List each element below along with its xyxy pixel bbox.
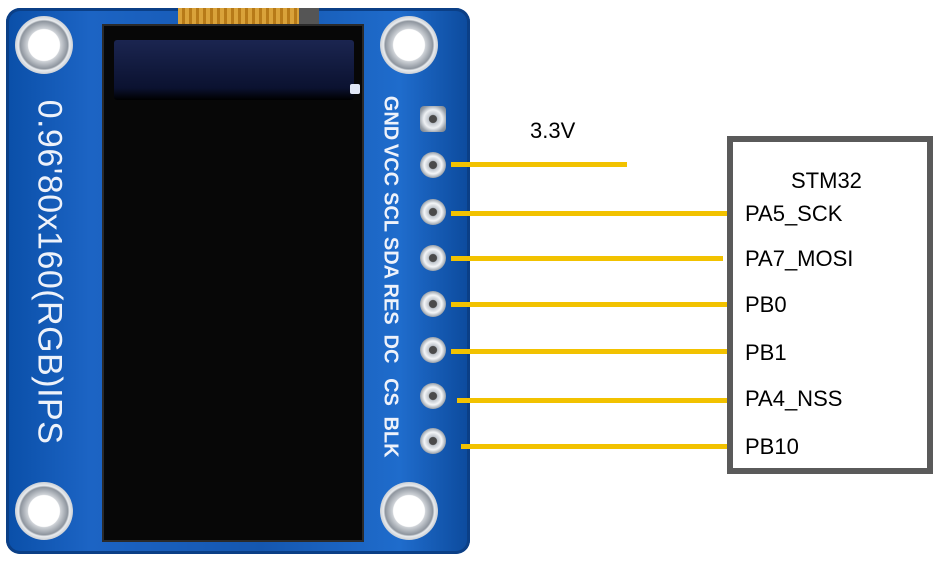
port-label-pb10: PB10 <box>745 434 799 459</box>
wire-blk <box>461 444 727 449</box>
pin-pad-blk <box>420 428 446 454</box>
wire-vcc <box>451 162 627 167</box>
wire-dc <box>451 349 727 354</box>
stm32-title: STM32 <box>791 168 862 193</box>
oled-module-board <box>6 8 470 554</box>
pin-label-sda: SDA <box>379 236 402 280</box>
pin-pad-gnd <box>420 106 446 132</box>
wire-scl <box>451 211 727 216</box>
stm32-box <box>727 136 933 474</box>
wire-sda <box>451 256 723 261</box>
pin-pad-res <box>420 291 446 317</box>
mounting-hole-top-right <box>380 16 438 74</box>
mounting-hole-bottom-right <box>380 482 438 540</box>
wire-res <box>451 302 727 307</box>
pin-label-gnd: GND <box>379 95 402 141</box>
pin-pad-sda <box>420 245 446 271</box>
pin-label-vcc: VCC <box>379 143 402 187</box>
pin-pad-dc <box>420 337 446 363</box>
wire-cs <box>457 398 727 403</box>
port-label-pa4-nss: PA4_NSS <box>745 386 843 411</box>
pin-pad-cs <box>420 383 446 409</box>
supply-voltage-label: 3.3V <box>530 118 576 143</box>
pin-pad-vcc <box>420 152 446 178</box>
screen-bezel <box>114 40 354 100</box>
pin-label-res: RES <box>379 283 402 325</box>
port-label-pa7-mosi: PA7_MOSI <box>745 246 854 271</box>
mounting-hole-bottom-left <box>15 482 73 540</box>
mounting-hole-top-left <box>15 16 73 74</box>
screen-glint <box>350 84 360 94</box>
lcd-screen <box>102 24 364 542</box>
pin-label-cs: CS <box>379 378 402 406</box>
pin-pad-scl <box>420 199 446 225</box>
module-model-label: 0.96'80x160(RGB)IPS <box>30 99 69 445</box>
pin-label-scl: SCL <box>379 192 402 232</box>
port-label-pb1: PB1 <box>745 340 787 365</box>
flex-connector-tab <box>299 8 319 26</box>
pin-label-blk: BLK <box>379 416 402 458</box>
port-label-pb0: PB0 <box>745 292 787 317</box>
port-label-pa5-sck: PA5_SCK <box>745 201 843 226</box>
pin-label-dc: DC <box>379 334 402 364</box>
flex-ribbon <box>178 8 306 24</box>
